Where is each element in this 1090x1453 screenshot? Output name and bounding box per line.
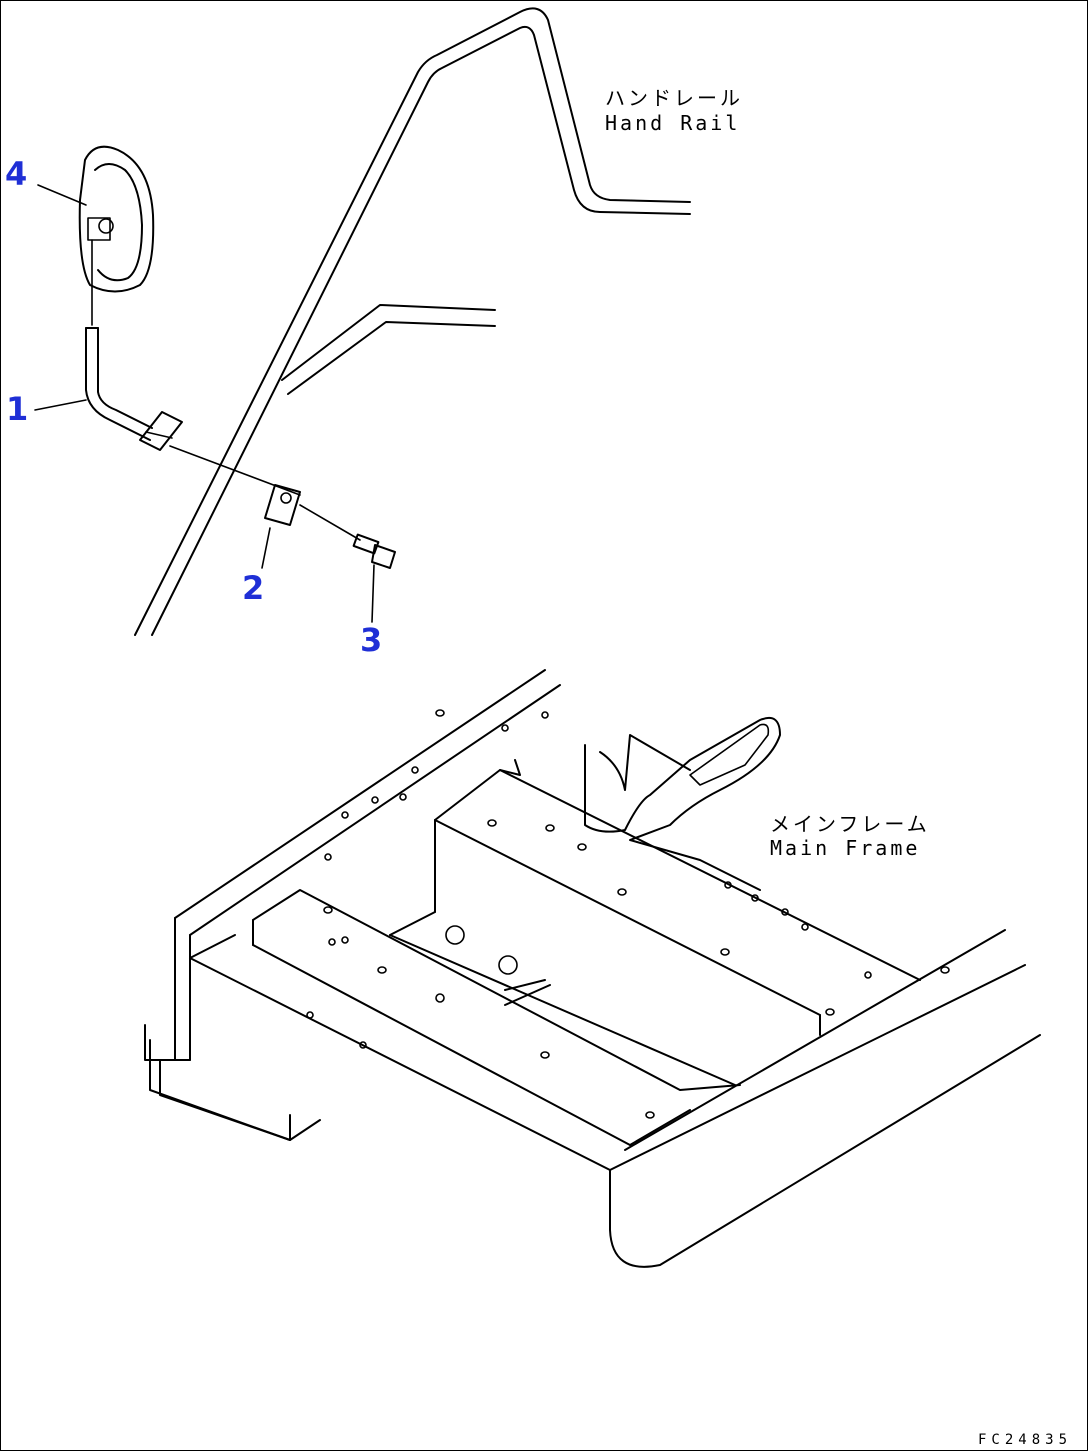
main-frame-label-jp: メインフレーム (770, 812, 930, 836)
callout-1: 1 (6, 390, 29, 428)
callout-3: 3 (360, 621, 383, 659)
frame-holes (306, 709, 950, 1119)
bracket (264, 484, 361, 541)
hand-rail-label-en: Hand Rail (605, 111, 741, 135)
figure-code: FC24835 (978, 1432, 1073, 1448)
mirror-stay (85, 327, 301, 496)
main-frame-label-en: Main Frame (770, 836, 921, 860)
main-frame (144, 669, 1041, 1268)
leader-lines (34, 184, 375, 623)
hand-rail-label-jp: ハンドレール (605, 86, 743, 110)
hand-rail (134, 7, 691, 636)
mirror (78, 145, 155, 326)
bolt (352, 533, 396, 569)
callout-4: 4 (5, 155, 28, 193)
callout-2: 2 (242, 569, 265, 607)
